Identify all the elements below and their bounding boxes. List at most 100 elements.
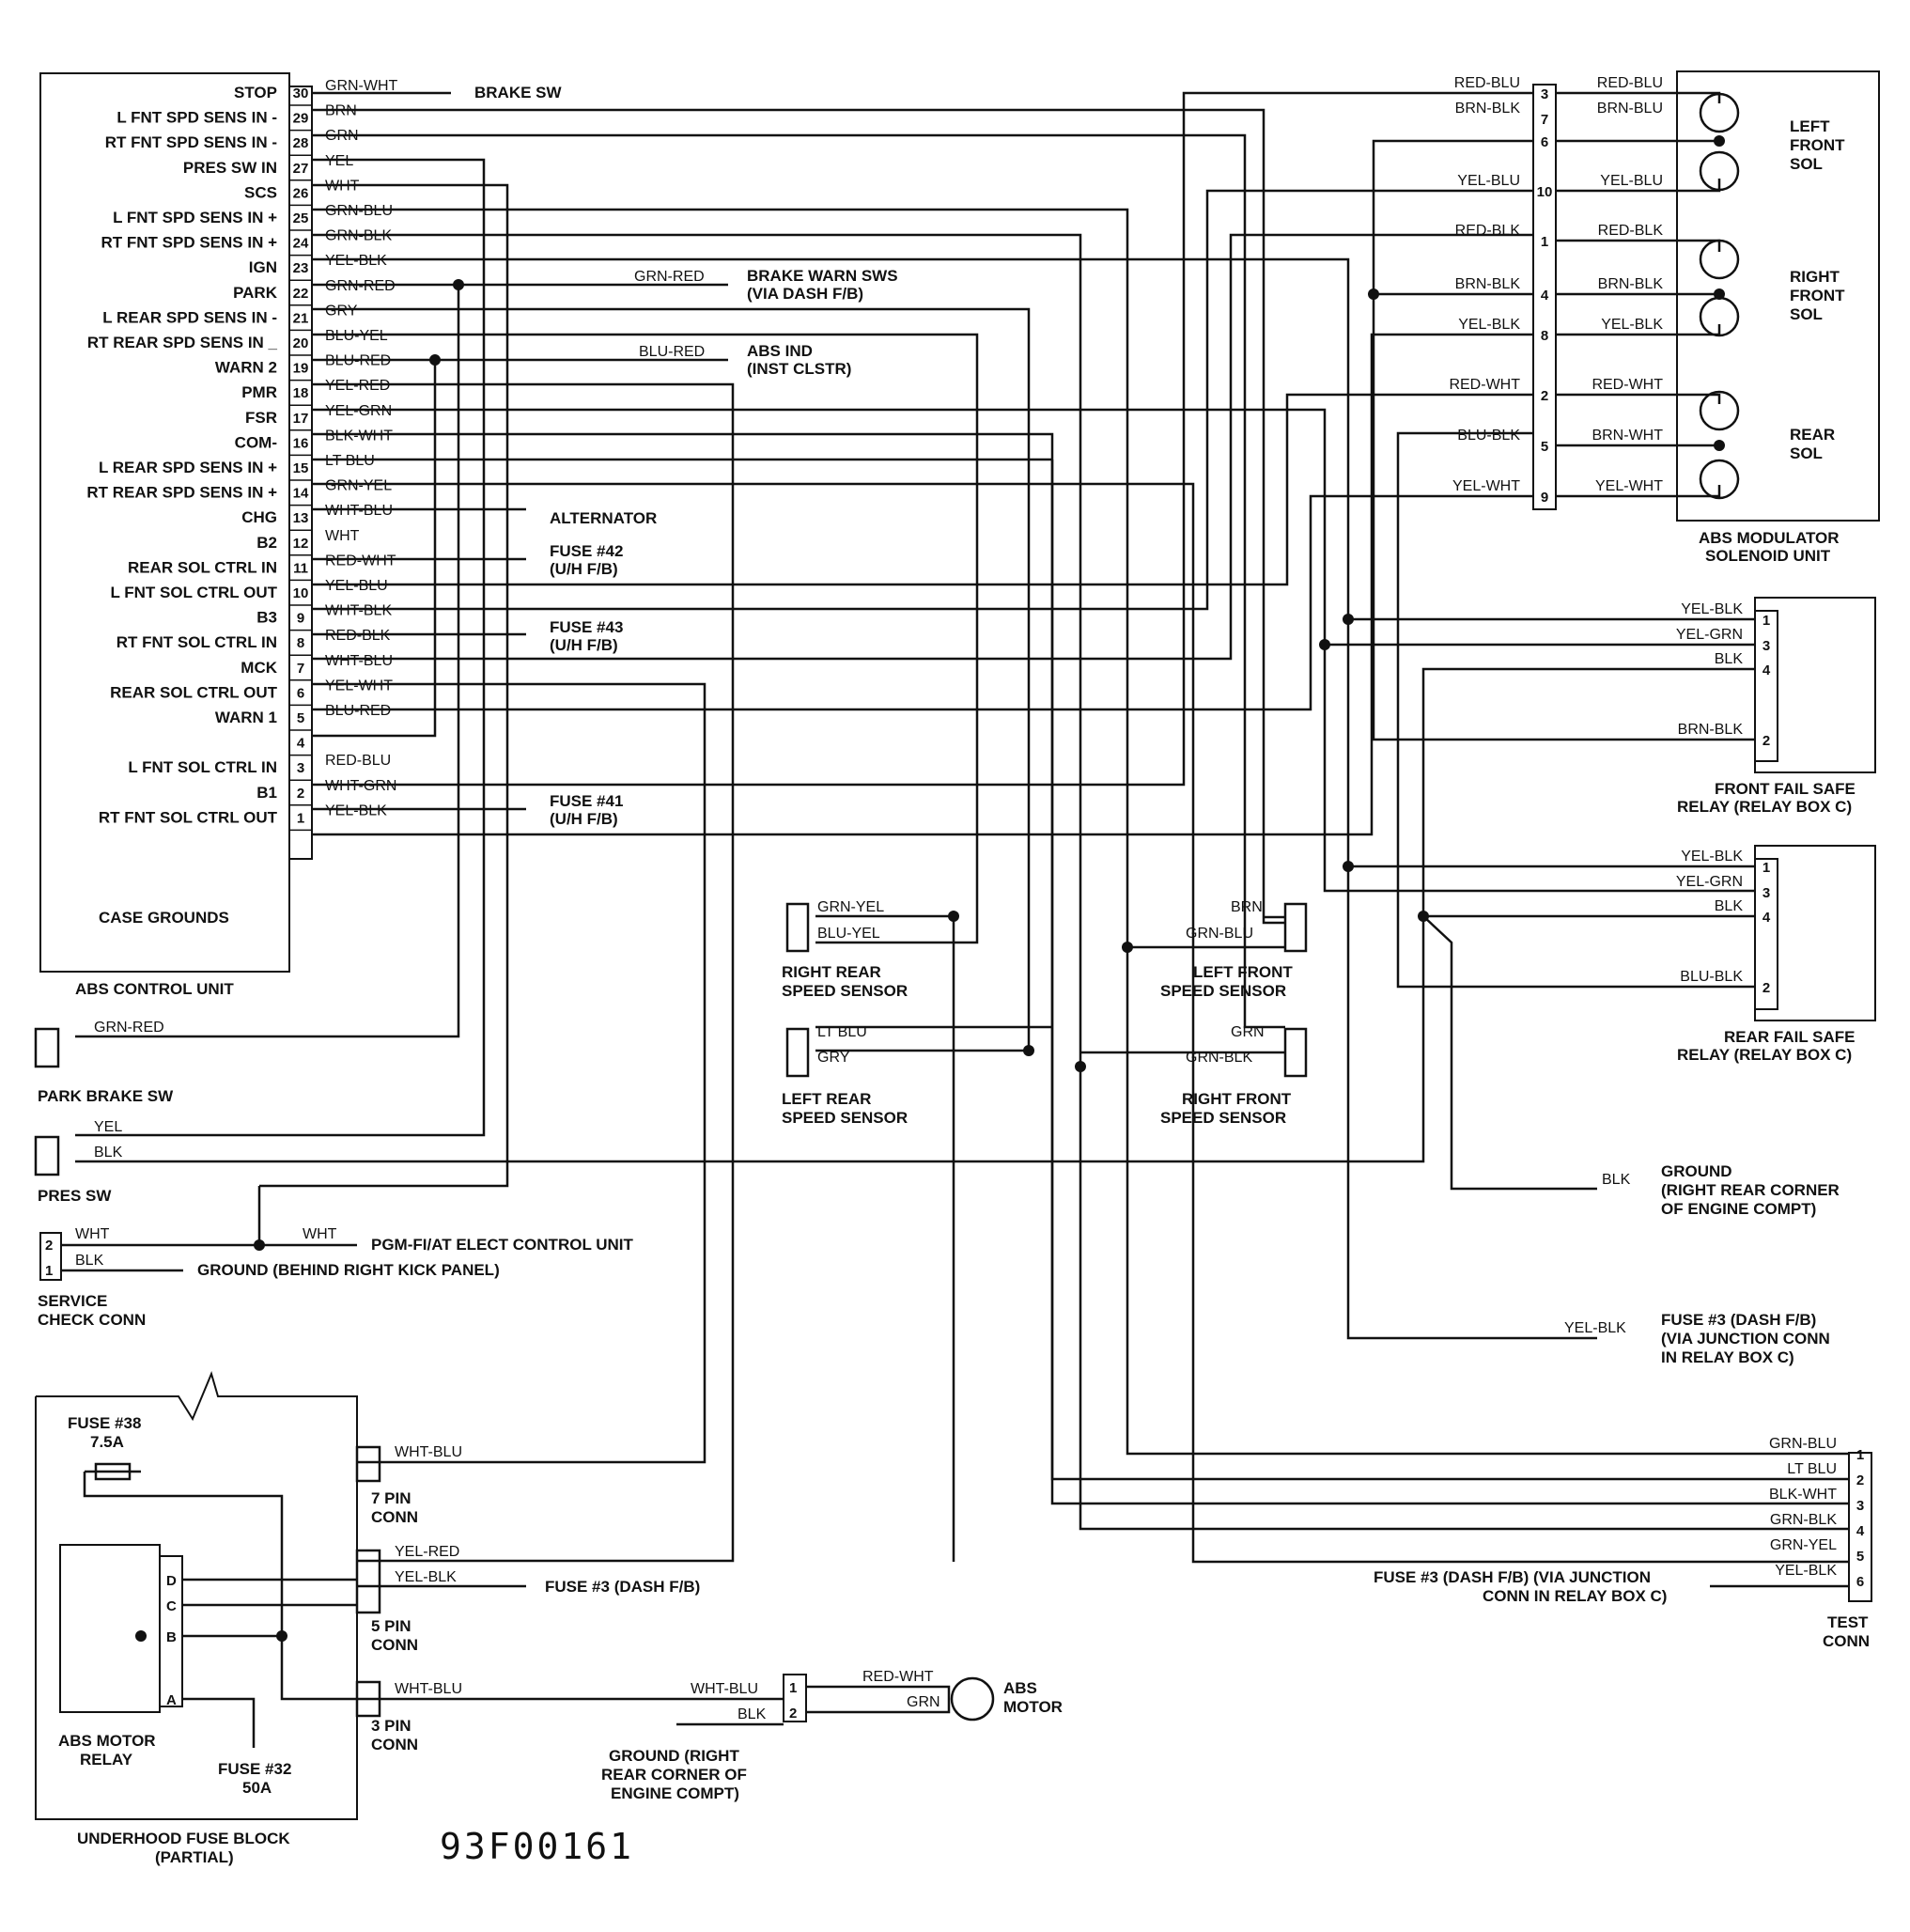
modulator-pin-number: 5 <box>1541 439 1548 455</box>
conn7-wire: WHT-BLU <box>395 1444 462 1460</box>
rear-relay-wire: BLU-BLK <box>1680 969 1743 985</box>
callout-brake-warn-2: (VIA DASH F/B) <box>747 285 863 303</box>
rear-relay-title-2: RELAY (RELAY BOX C) <box>1677 1046 1852 1064</box>
rear-relay-box <box>1754 845 1876 1021</box>
test-conn-pin-number: 6 <box>1856 1574 1864 1590</box>
lr-sensor-w2: GRY <box>817 1050 850 1066</box>
conn5-fuse: FUSE #3 (DASH F/B) <box>545 1578 700 1596</box>
front-relay-title-2: RELAY (RELAY BOX C) <box>1677 798 1852 816</box>
junction-dot <box>453 279 464 290</box>
callout-abs-ind-1: ABS IND <box>747 342 813 360</box>
modulator-left-wire: YEL-BLK <box>1458 317 1520 333</box>
sol-rear-1: REAR <box>1790 426 1835 444</box>
service-pgm: PGM-FI/AT ELECT CONTROL UNIT <box>371 1236 634 1254</box>
pres-sw-w1: YEL <box>94 1119 122 1135</box>
ecu-terminal-label: RT REAR SPD SENS IN _ <box>87 334 278 351</box>
rear-relay-wire: YEL-BLK <box>1681 849 1743 865</box>
modulator-right-wire: RED-BLK <box>1598 223 1664 239</box>
wire-blu-yel-20 <box>312 333 979 944</box>
ecu-wire-color: YEL-GRN <box>325 403 392 419</box>
wire-wht-26 <box>259 183 509 1188</box>
callout-fuse41-2: (U/H F/B) <box>550 810 618 828</box>
conn7-title-2: CONN <box>371 1508 418 1526</box>
motor-title-1: ABS <box>1003 1679 1037 1697</box>
conn5-wire1: YEL-RED <box>395 1544 459 1560</box>
ecu-wire-color: GRN-BLK <box>325 228 392 244</box>
test-conn-fuse-1: FUSE #3 (DASH F/B) (VIA JUNCTION <box>1374 1568 1651 1586</box>
wire-brn-29 <box>312 108 1285 925</box>
modulator-pin-number: 2 <box>1541 388 1548 404</box>
ecu-terminal-label: REAR SOL CTRL IN <box>128 558 277 576</box>
junction-dots <box>135 135 1725 1642</box>
relay-pin-c: C <box>166 1598 177 1614</box>
wire-red-wht-11 <box>312 393 1533 586</box>
wire-motor-grn <box>806 1699 951 1714</box>
ecu-pin-number: 7 <box>297 661 304 677</box>
abs-motor-relay-1: ABS MOTOR <box>58 1732 156 1750</box>
motor-pin-2: 2 <box>789 1706 797 1722</box>
wire-yel-grn-17 <box>312 408 1755 893</box>
conn3-body <box>355 1680 381 1718</box>
pres-sw-w2: BLK <box>94 1145 123 1161</box>
junction-dot <box>1075 1061 1086 1072</box>
ecu-wire-colors: GRN-WHTBRNGRNYELWHTGRN-BLUGRN-BLKYEL-BLK… <box>325 78 398 818</box>
ecu-pin-number: 23 <box>293 260 309 276</box>
ground-rr-3: OF ENGINE COMPT) <box>1661 1200 1816 1218</box>
test-conn-wire: GRN-BLK <box>1770 1512 1837 1528</box>
ecu-pin-number: 29 <box>293 111 309 127</box>
ecu-terminal-label: COM- <box>235 433 277 451</box>
ecu-terminal-label: B1 <box>256 784 277 802</box>
ecu-pin-number: 12 <box>293 536 309 552</box>
test-conn-title-2: CONN <box>1823 1632 1870 1650</box>
ecu-wire-color: GRN <box>325 128 359 144</box>
ecu-pin-number: 1 <box>297 810 304 826</box>
modulator-left-wire: RED-BLU <box>1454 75 1520 91</box>
modulator-right-wire: YEL-WHT <box>1595 478 1663 494</box>
callout-fuse42-2: (U/H F/B) <box>550 560 618 578</box>
wire-grn-blk-24 <box>312 233 1849 1531</box>
junction-dot <box>1122 942 1133 953</box>
ecu-terminal-label: MCK <box>241 659 277 677</box>
fuse-block-outline <box>35 1371 358 1820</box>
rr-sensor-conn <box>785 902 810 953</box>
test-conn-pin-number: 2 <box>1856 1472 1864 1488</box>
ecu-terminal-label: L FNT SPD SENS IN + <box>113 209 277 226</box>
fuse32-label-2: 50A <box>242 1779 272 1797</box>
modulator-pin-number: 3 <box>1541 86 1548 102</box>
motor-out-wire2: GRN <box>907 1694 940 1710</box>
wire-fuse38-down <box>83 1472 357 1701</box>
ecu-wire-color: BLK-WHT <box>325 428 393 444</box>
abs-motor-relay-pin-strip <box>159 1555 183 1707</box>
ecu-pin-number: 28 <box>293 135 309 151</box>
modulator-left-wire: BRN-BLK <box>1455 101 1521 117</box>
sol-right-3: SOL <box>1790 305 1823 323</box>
abs-motor-relay-box <box>59 1544 161 1713</box>
rear-relay-wire: YEL-GRN <box>1676 874 1743 890</box>
service-title-2: CHECK CONN <box>38 1311 146 1329</box>
case-grounds-label: CASE GROUNDS <box>99 909 229 927</box>
park-sw-wire: GRN-RED <box>94 1020 164 1036</box>
ecu-pin-number: 18 <box>293 385 309 401</box>
callout-alternator: ALTERNATOR <box>550 509 657 527</box>
ecu-wire-color: WHT <box>325 528 360 544</box>
motor-in-wire1: WHT-BLU <box>691 1681 758 1697</box>
ecu-pin-number: 20 <box>293 335 309 351</box>
wire-grn-red-park <box>75 285 460 1038</box>
ecu-terminal-label: PMR <box>241 383 277 401</box>
solenoid-coil <box>1699 390 1740 431</box>
callout-fuse43-2: (U/H F/B) <box>550 636 618 654</box>
figure-id: 93F00161 <box>440 1826 634 1867</box>
ecu-terminal-label: RT REAR SPD SENS IN + <box>86 484 277 502</box>
fuse3-jct-2: (VIA JUNCTION CONN <box>1661 1330 1830 1348</box>
modulator-left-wire: BRN-BLK <box>1455 276 1521 292</box>
lf-sensor-w2: GRN-BLU <box>1186 926 1253 942</box>
test-conn-pin-number: 4 <box>1856 1523 1865 1539</box>
modulator-pin-number: 8 <box>1541 328 1548 344</box>
modulator-box <box>1676 70 1880 522</box>
ecu-wire-color: GRN-RED <box>325 278 396 294</box>
conn5-title-2: CONN <box>371 1636 418 1654</box>
ecu-terminal-label: SCS <box>244 183 277 201</box>
callout-brake-warn-wire: GRN-RED <box>634 269 705 285</box>
conn7-body <box>355 1445 381 1483</box>
wire-mod-right-9 <box>1556 485 1721 498</box>
